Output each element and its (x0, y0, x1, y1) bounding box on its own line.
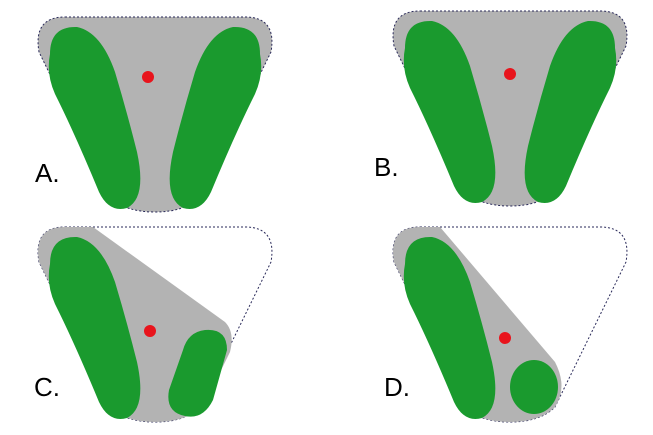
panel-d (392, 226, 628, 423)
panel-b (392, 10, 628, 207)
panel-label-c: C. (34, 372, 60, 402)
panel-label-b: B. (374, 152, 399, 182)
panel-label-d: D. (384, 372, 410, 402)
panel-a (37, 16, 273, 213)
panel-c (37, 226, 273, 423)
center-of-mass-dot (142, 71, 154, 83)
center-of-mass-dot (499, 332, 511, 344)
panel-label-a: A. (35, 158, 60, 188)
center-of-mass-dot (144, 325, 156, 337)
right-foot-forefoot (168, 329, 227, 417)
left-foot (403, 236, 496, 419)
right-foot-heel (510, 360, 558, 414)
center-of-mass-dot (504, 68, 516, 80)
